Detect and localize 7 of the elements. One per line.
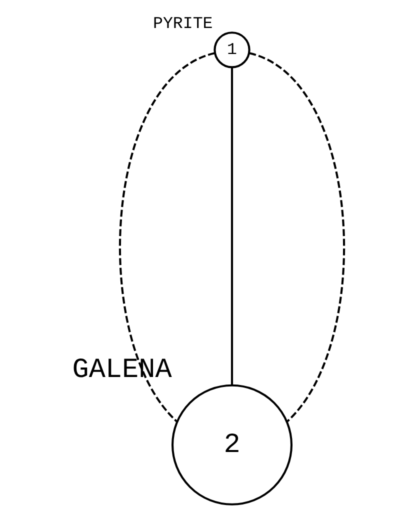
node-circle: 2 <box>170 384 292 505</box>
node-label: PYRITE <box>152 13 212 32</box>
node-label: GALENA <box>72 354 172 386</box>
connector <box>118 52 215 422</box>
connector <box>230 67 233 385</box>
node-circle: 1 <box>213 31 250 68</box>
connector <box>248 52 344 422</box>
